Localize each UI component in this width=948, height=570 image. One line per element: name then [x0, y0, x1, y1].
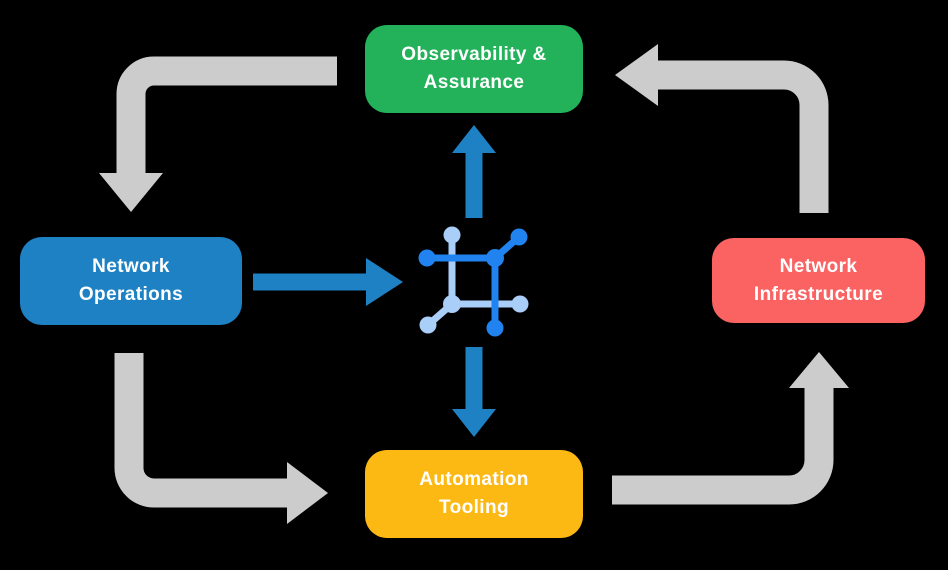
- cycle-arrow-tooling-to-infrastructure-shaft: [612, 388, 834, 505]
- hub-arrow-icon-to-observability: [452, 125, 496, 218]
- network-automation-icon-svg: [418, 226, 529, 337]
- node-observability-assurance: Observability & Assurance: [365, 25, 583, 113]
- hub-arrow-operations-to-icon-head: [366, 258, 403, 306]
- node-label: Network Infrastructure: [753, 255, 884, 305]
- icon-dark-strokes: [418, 228, 528, 337]
- cycle-arrow-tooling-to-infrastructure: [612, 352, 849, 505]
- cycle-arrow-observability-to-operations: [99, 56, 337, 212]
- node-network-operations: Network Operations: [20, 237, 242, 325]
- network-automation-icon: [415, 225, 535, 345]
- cycle-arrow-operations-to-tooling-shaft: [114, 353, 288, 508]
- cycle-arrow-operations-to-tooling: [114, 353, 328, 524]
- cycle-arrow-observability-to-operations-shaft: [116, 56, 337, 174]
- cycle-arrow-infrastructure-to-observability: [615, 44, 829, 213]
- node-label: Automation Tooling: [419, 469, 529, 518]
- node-label: Observability & Assurance: [401, 44, 547, 93]
- hub-arrow-operations-to-icon: [253, 258, 403, 306]
- cycle-arrow-operations-to-tooling-head: [287, 462, 328, 524]
- hub-arrow-icon-to-observability-head: [452, 125, 496, 153]
- node-automation-tooling: Automation Tooling: [365, 450, 583, 538]
- node-network-infrastructure: Network Infrastructure: [712, 238, 925, 323]
- icon-light-strokes: [419, 226, 529, 334]
- cycle-arrow-observability-to-operations-head: [99, 173, 163, 212]
- node-label: Network Operations: [78, 256, 184, 305]
- cycle-arrow-infrastructure-to-observability-head: [615, 44, 658, 106]
- hub-arrow-icon-to-tooling: [452, 347, 496, 437]
- cycle-arrow-tooling-to-infrastructure-head: [789, 352, 849, 388]
- hub-arrow-icon-to-tooling-head: [452, 409, 496, 437]
- cycle-arrow-infrastructure-to-observability-shaft: [658, 60, 829, 213]
